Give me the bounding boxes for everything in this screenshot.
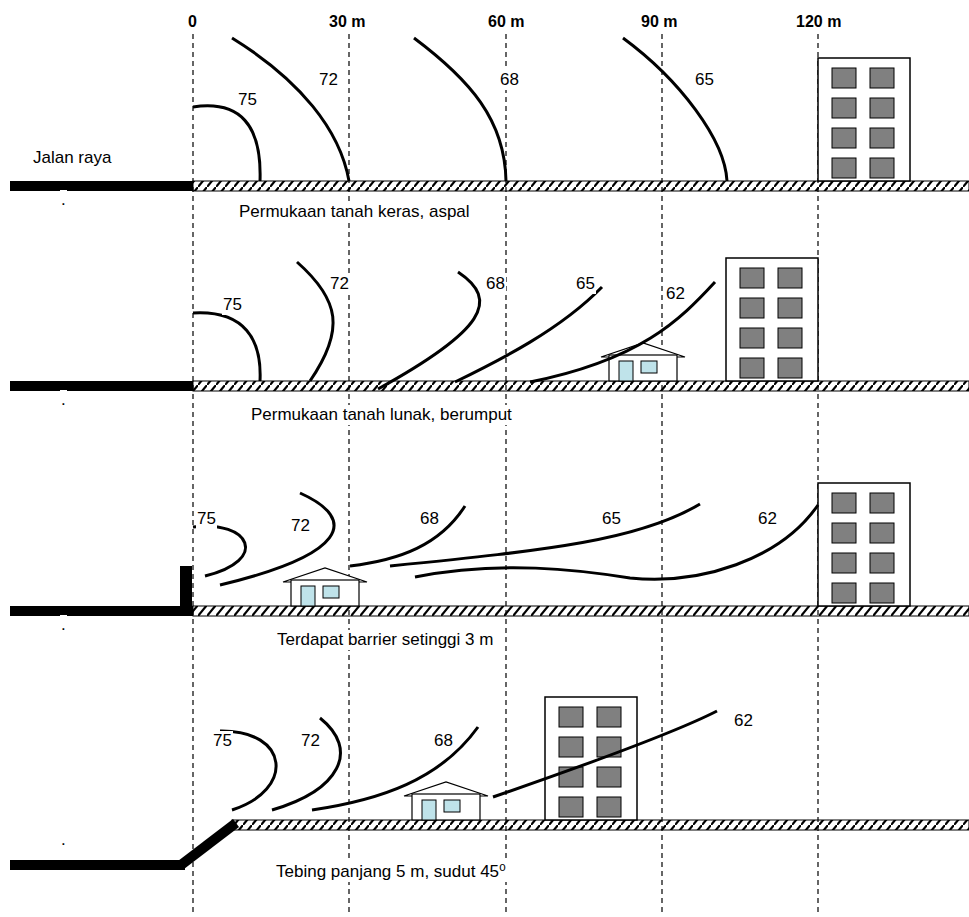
- distance-label: 90 m: [640, 12, 678, 32]
- contour-value: 68: [433, 731, 454, 751]
- contour-value: 62: [733, 711, 754, 731]
- distance-label: 30 m: [328, 12, 366, 32]
- dot-mark: .: [60, 390, 67, 410]
- contour-value: 68: [419, 509, 440, 529]
- contour-value: 65: [601, 509, 622, 529]
- contour-value: 72: [318, 70, 339, 90]
- contour-value: 72: [290, 516, 311, 536]
- contour-value: 72: [329, 274, 350, 294]
- contour-value: 62: [665, 284, 686, 304]
- contour-value: 65: [694, 70, 715, 90]
- contour-value: 75: [237, 90, 258, 110]
- distance-line: [193, 34, 818, 915]
- contour-value: 75: [222, 295, 243, 315]
- contour-value: 65: [575, 274, 596, 294]
- road: [10, 181, 193, 870]
- dot-mark: .: [60, 830, 67, 850]
- distance-label: 120 m: [795, 12, 842, 32]
- slope: [181, 823, 236, 865]
- contour-value: 72: [300, 731, 321, 751]
- contour-value: 75: [212, 731, 233, 751]
- distance-label: 0: [187, 12, 198, 32]
- distance-label: 60 m: [487, 12, 525, 32]
- panel-caption: Permukaan tanah keras, aspal: [238, 202, 471, 222]
- panel-caption: Tebing panjang 5 m, sudut 45⁰: [275, 862, 507, 882]
- contour-value: 68: [485, 274, 506, 294]
- panel-caption: Terdapat barrier setinggi 3 m: [276, 630, 494, 650]
- dot-mark: .: [60, 190, 67, 210]
- contour-value: 75: [196, 509, 217, 529]
- noise-contour: [193, 38, 818, 810]
- dot-mark: .: [60, 615, 67, 635]
- panel-caption: Permukaan tanah lunak, berumput: [250, 405, 513, 425]
- ground: [193, 181, 969, 830]
- contour-value: 68: [499, 70, 520, 90]
- contour-value: 62: [757, 509, 778, 529]
- road-label: Jalan raya: [32, 148, 112, 168]
